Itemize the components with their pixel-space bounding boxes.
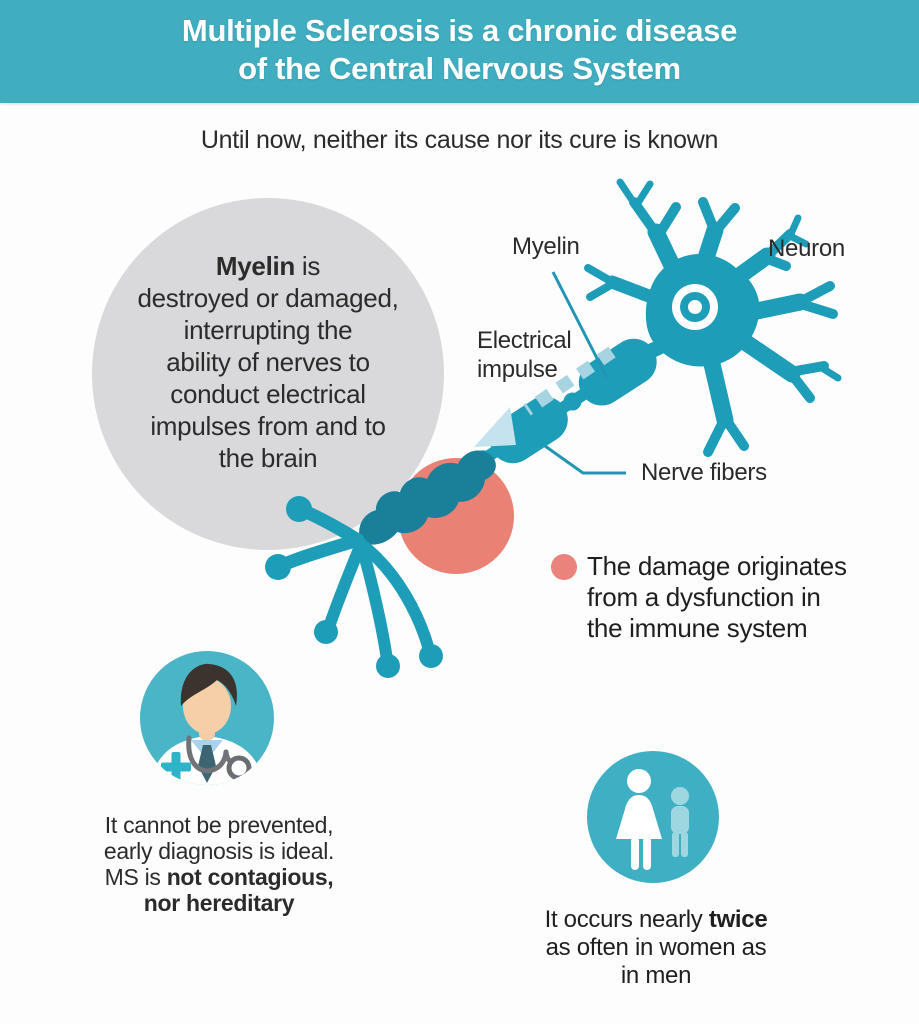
prevention-line3: MS is not contagious, [94,864,344,890]
doctor-avatar-icon [139,650,275,786]
myelin-info-text: Myelin is destroyed or damaged, interrup… [118,250,418,474]
female-figure [616,769,662,870]
axon-terminal-bulbs [265,496,443,678]
prevention-line1: It cannot be prevented, [104,812,334,838]
gender-line3: in men [620,962,692,989]
prevention-line2: early diagnosis is ideal. [103,838,335,864]
prevention-line4: nor hereditary [143,890,295,916]
female-male-icon [587,751,720,884]
prevention-note: It cannot be prevented, early diagnosis … [94,812,344,916]
male-figure [671,787,689,857]
neuron-label: Neuron [768,235,845,262]
damage-note: The damage originates from a dysfunction… [551,551,847,644]
myelin-info-circle-bg [92,198,444,550]
gender-line1-bold: twice [708,906,768,933]
damage-note-text: The damage originates from a dysfunction… [587,551,847,643]
gender-note: It occurs nearly twice as often in women… [541,906,771,990]
myelin-pointer-line [551,271,609,379]
myelin-info-lead-bold: Myelin [215,251,295,281]
prevention-line3-normal: MS is [104,864,167,890]
electrical-impulse-label: Electrical impulse [477,327,572,383]
gender-line2: as often in women as [545,934,767,961]
myelin-info-body: destroyed or damaged, interrupting the a… [137,283,399,473]
nerve-fibers-pointer-line [544,444,626,475]
header-banner [0,0,919,103]
damage-dot-icon [551,554,577,580]
nerve-fibers-label: Nerve fibers [641,459,767,486]
gender-line1-normal: It occurs nearly [544,906,709,933]
gender-line1: It occurs nearly twice [541,906,771,934]
nucleus-center [688,300,702,314]
subtitle: Until now, neither its cause nor its cur… [200,126,719,154]
damaged-myelin-segment [359,450,496,545]
myelin-info-lead: Myelin is [118,250,418,282]
electrical-impulse-arrow [474,346,616,447]
myelin-info-lead-rest: is [295,251,321,281]
neuron-dendrites [584,178,842,457]
myelin-label: Myelin [512,233,580,260]
prevention-line3-bold: not contagious, [166,864,334,890]
page-title: Multiple Sclerosis is a chronic disease … [181,13,738,86]
